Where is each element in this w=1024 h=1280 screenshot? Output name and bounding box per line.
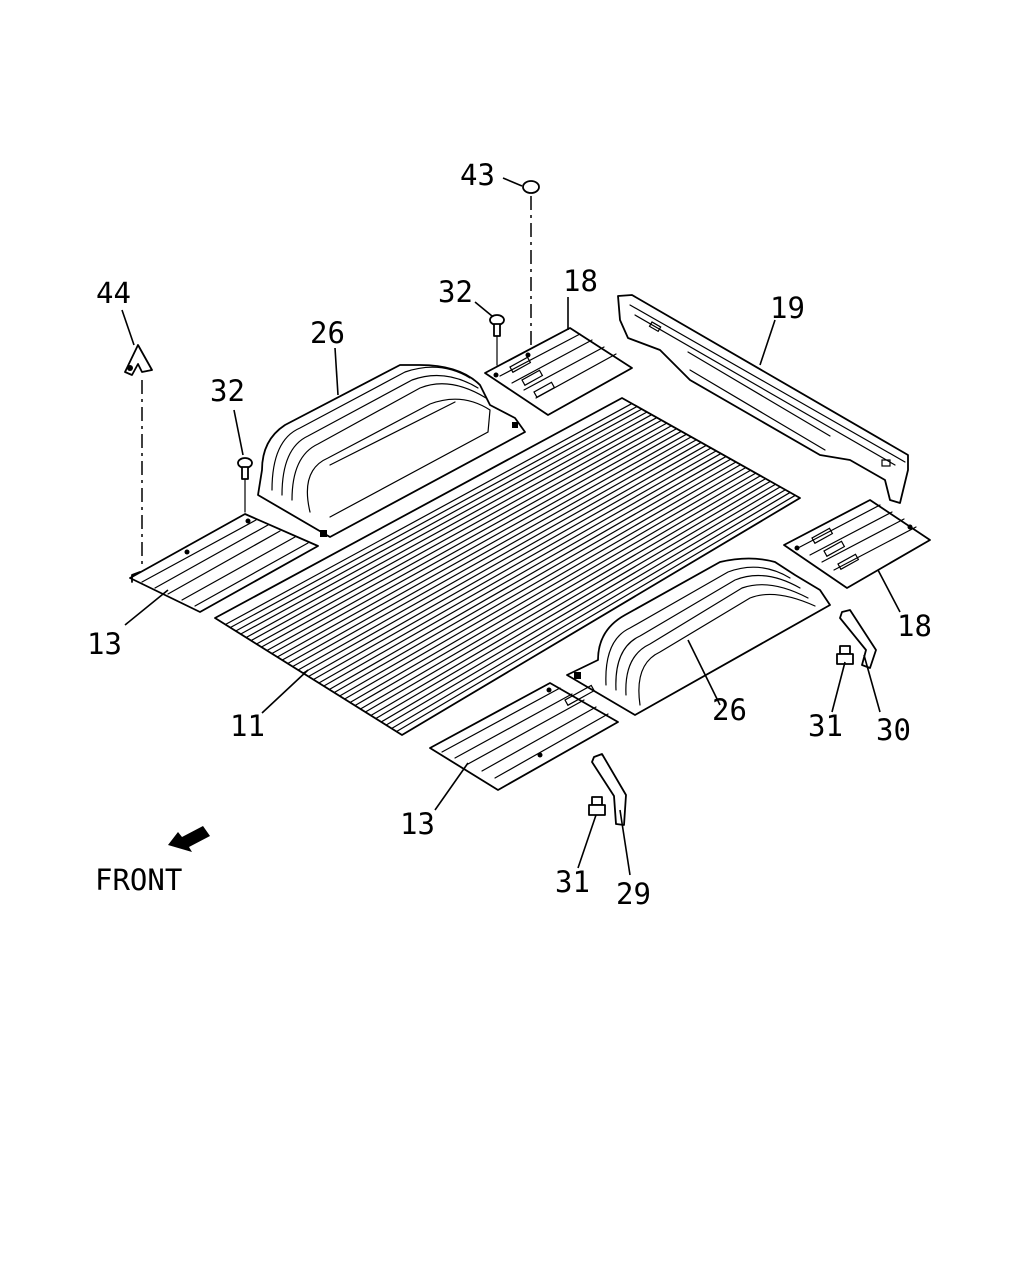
floor-rib-edge [364,478,767,713]
floor-rib [391,491,791,730]
callout-32-b: 32 [210,374,245,408]
callout-44: 44 [96,276,131,310]
floor-rib [266,425,673,652]
callout-18-a: 18 [563,264,598,298]
callout-30: 30 [876,713,911,747]
corner-panel-18-upper [484,327,633,416]
side-panel-13-lower [429,682,619,791]
floor-rib-edge [240,411,648,635]
floor-rib-edge [396,494,796,733]
callout-29: 29 [616,877,651,911]
plug-43 [522,180,540,345]
floor-rib-edge [271,428,678,655]
floor-rib [318,452,722,684]
front-arrow-icon [168,826,210,852]
nut-31-b [588,796,606,816]
floor-rib [297,441,702,671]
floor-rib [349,469,752,704]
floor-rib-edge [250,417,658,642]
callout-labels: 43 32 18 19 44 26 32 13 11 18 26 31 30 1… [87,158,932,911]
callout-19: 19 [770,291,805,325]
leader-lines [121,177,901,876]
bracket-30 [839,609,877,669]
front-label: FRONT [95,863,182,897]
floor-rib-edge [385,489,786,726]
callout-11: 11 [230,709,265,743]
callout-31-a: 31 [808,709,843,743]
floor-rib-edge [281,433,687,661]
wheelhouse-26-upper [257,364,526,538]
bracket-29 [591,753,627,826]
side-panel-13-upper [129,513,319,613]
floor-rib-edge [302,444,707,674]
nut-31-a [836,645,854,665]
callout-18-b: 18 [897,609,932,643]
floor-rib-edge [312,450,717,681]
bracket-44 [124,344,153,568]
floor-rib-edge [333,461,737,694]
callout-26-b: 26 [712,693,747,727]
floor-rib [339,464,742,697]
wheelhouse-26-lower [566,557,831,716]
callout-32-a: 32 [438,275,473,309]
floor-rib-edge [344,467,747,700]
floor-rib [380,486,781,723]
floor-rib [287,436,692,665]
corner-panel-18-lower [783,499,931,589]
floor-rib-edge [375,483,776,720]
floor-rib [370,480,771,717]
floor-rib [276,430,682,658]
callout-31-b: 31 [555,865,590,899]
floor-rib-edge [229,405,638,629]
bolt-32-b [237,457,253,513]
callout-13-b: 13 [400,807,435,841]
floor-rib [245,414,653,639]
floor-rib-edge [354,472,757,707]
floor-rib [235,408,643,632]
callout-43: 43 [460,158,495,192]
floor-rib-edge [323,455,727,687]
floor-rib [307,447,712,678]
callout-13-a: 13 [87,627,122,661]
floor-rib [328,458,732,691]
floor-rib [224,402,633,626]
floor-panel-11 [214,397,801,736]
callout-26-a: 26 [310,316,345,350]
bolt-32-a [489,314,505,366]
cross-member-19 [617,294,909,504]
floor-rib [255,419,663,645]
floor-rib [359,475,762,710]
floor-rib-edge [292,439,697,668]
floor-rib-edge [260,422,668,648]
